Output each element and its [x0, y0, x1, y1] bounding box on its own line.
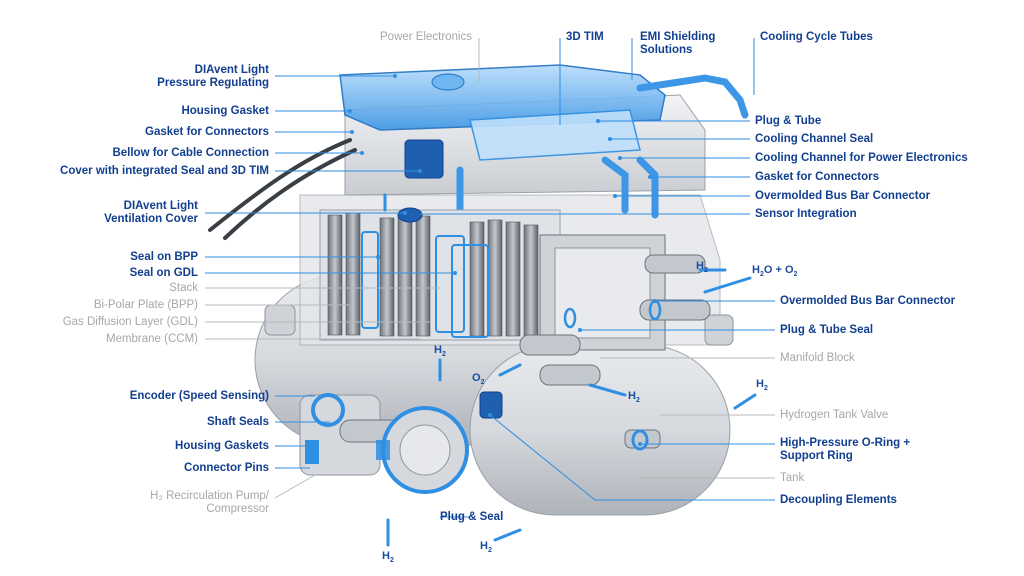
label-gdl: Gas Diffusion Layer (GDL) — [62, 316, 198, 328]
label-manifold-block: Manifold Block — [780, 352, 855, 364]
label-connector-pins: Connector Pins — [184, 462, 269, 474]
label-recirc-pump: H₂ Recirculation Pump/Compressor — [150, 490, 269, 515]
label-cover-seal-tim: Cover with integrated Seal and 3D TIM — [60, 165, 269, 177]
label-shaft-seals: Shaft Seals — [207, 416, 269, 428]
label-power-electronics: Power Electronics — [380, 31, 473, 43]
label-housing-gaskets: Housing Gaskets — [175, 440, 269, 452]
label-overmolded-bus-bar-2: Overmolded Bus Bar Connector — [780, 295, 956, 307]
leader-lines — [205, 38, 775, 518]
flow-h2-tank-out: H2 — [628, 390, 640, 405]
label-plug-seal: Plug & Seal — [440, 511, 504, 523]
label-decoupling-elements: Decoupling Elements — [780, 494, 897, 506]
flow-h2-bottom-left: H2 — [382, 550, 394, 565]
manifold-pipes-shape — [519, 254, 711, 386]
recirculation-pump-shape — [299, 393, 469, 494]
tank-valve-shape — [624, 429, 661, 451]
label-housing-gasket: Housing Gasket — [181, 105, 269, 117]
flow-h2-far-right: H2 — [756, 378, 768, 393]
label-bellow-cable: Bellow for Cable Connection — [112, 147, 269, 159]
flow-h2-right: H2 — [696, 260, 708, 275]
label-sensor-integration: Sensor Integration — [755, 208, 857, 220]
label-cooling-channel-pe: Cooling Channel for Power Electronics — [755, 152, 968, 164]
label-seal-gdl: Seal on GDL — [129, 267, 198, 279]
flow-o2-left: O2 — [472, 372, 485, 387]
label-cooling-cycle-tubes: Cooling Cycle Tubes — [760, 31, 873, 43]
stack-shape — [319, 209, 666, 351]
label-membrane: Membrane (CCM) — [105, 333, 198, 345]
label-gasket-connectors-right: Gasket for Connectors — [755, 171, 879, 183]
leader-dots — [348, 74, 657, 446]
label-stack: Stack — [169, 282, 198, 294]
label-tank: Tank — [780, 472, 805, 484]
label-overmolded-bus-bar-1: Overmolded Bus Bar Connector — [755, 190, 931, 202]
cable-shape — [208, 138, 357, 240]
flow-h2-bottom-mid: H2 — [480, 540, 492, 555]
label-encoder: Encoder (Speed Sensing) — [129, 390, 269, 402]
sensor-shape — [397, 207, 423, 223]
label-gasket-connectors-left: Gasket for Connectors — [145, 126, 269, 138]
label-bpp: Bi-Polar Plate (BPP) — [93, 299, 198, 311]
flow-h2o-o2: H2O + O2 — [752, 264, 798, 279]
flow-h2-mid: H2 — [434, 344, 446, 359]
label-plug-tube-seal: Plug & Tube Seal — [780, 324, 874, 336]
cooling-tubes-shape — [456, 74, 749, 219]
label-cooling-channel-seal: Cooling Channel Seal — [755, 133, 874, 145]
flow-arrows — [383, 193, 757, 547]
label-plug-tube: Plug & Tube — [755, 115, 822, 127]
decoupling-element-shape — [479, 391, 503, 419]
label-high-pressure-oring: High-Pressure O-Ring +Support Ring — [780, 437, 911, 462]
label-3d-tim: 3D TIM — [566, 31, 604, 43]
label-seal-bpp: Seal on BPP — [130, 251, 198, 263]
label-hydrogen-tank-valve: Hydrogen Tank Valve — [780, 409, 889, 421]
